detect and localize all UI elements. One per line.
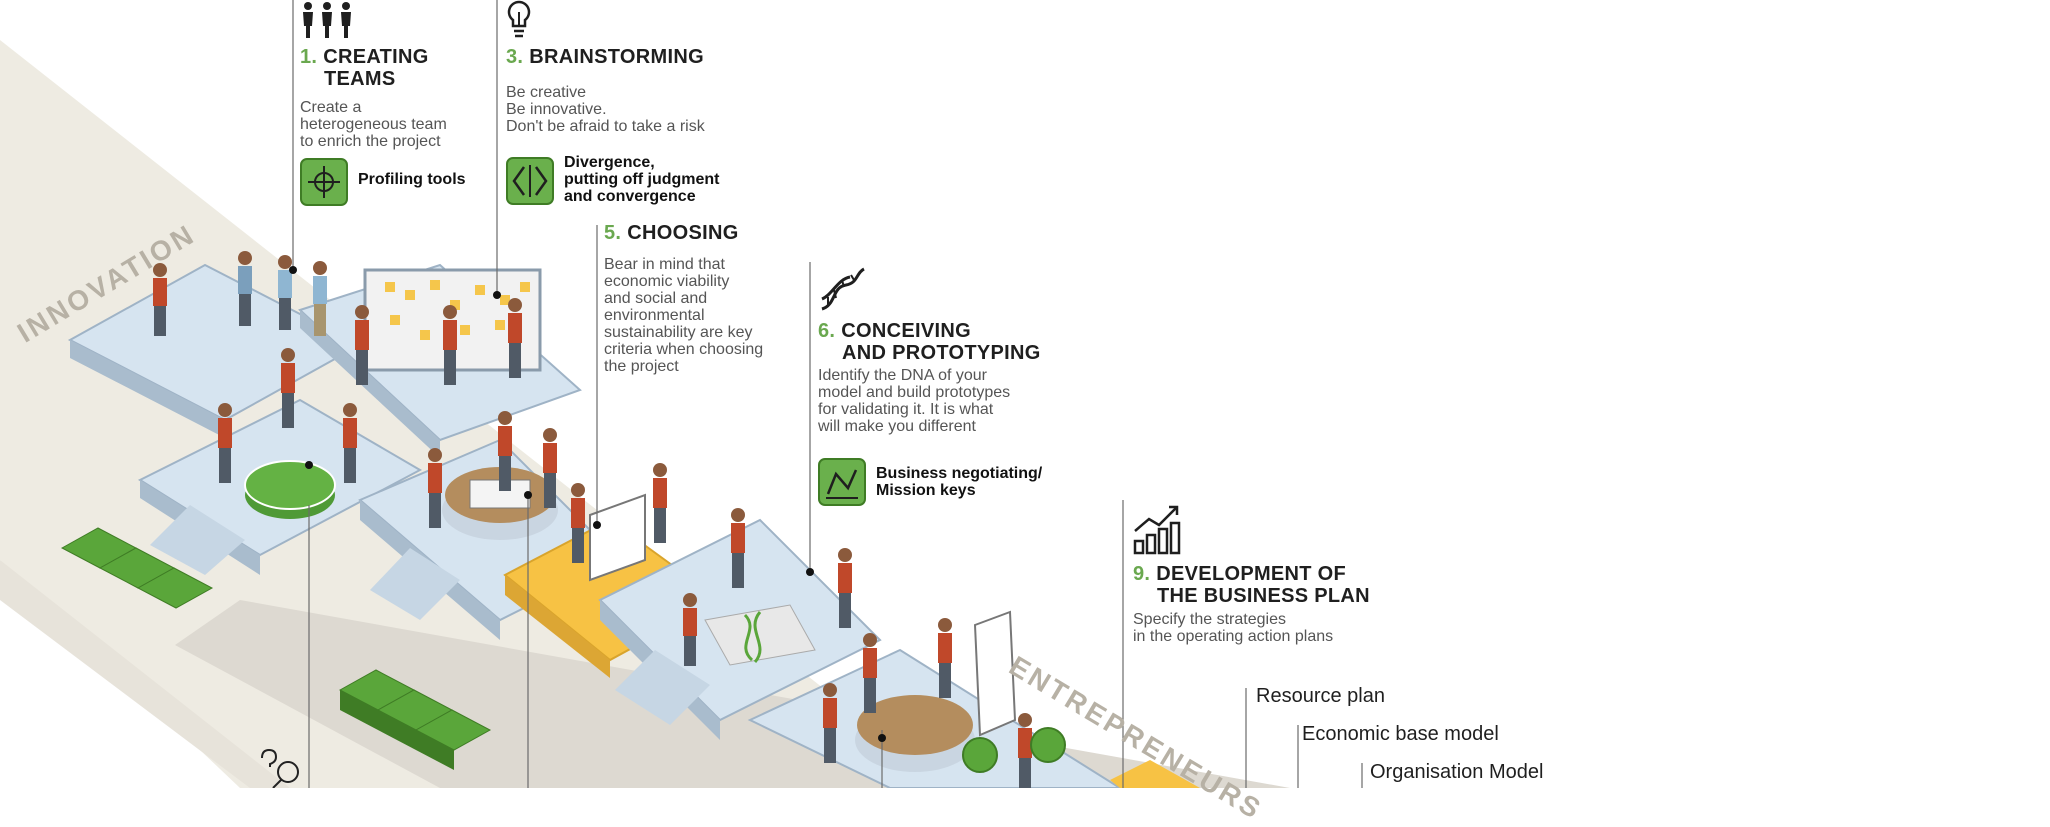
step-5-title: 5.CHOOSING	[604, 222, 824, 244]
step-1-number: 1.	[300, 46, 318, 68]
negotiating-icon	[818, 458, 866, 506]
step-5-number: 5.	[604, 222, 622, 244]
green-icon-tiles-center	[338, 669, 492, 770]
step-6-description: Identify the DNA of your model and build…	[818, 367, 1011, 435]
lane-divider	[0, 560, 290, 788]
step-3-title: 3.BRAINSTORMING	[506, 46, 766, 68]
choosing-board	[589, 493, 646, 582]
step-1-tool: Profiling tools	[358, 171, 466, 188]
step-1-title-line1: CREATING	[323, 46, 429, 68]
step-3-number: 3.	[506, 46, 524, 68]
step-6-tool: Business negotiating/ Mission keys	[876, 465, 1043, 499]
step-1-title: 1.CREATING TEAMS	[300, 46, 500, 90]
green-icon-tiles-left	[60, 527, 214, 609]
step-5-title-line1: CHOOSING	[627, 222, 739, 244]
step-1-description: Create a heterogeneous team to enrich th…	[300, 99, 447, 150]
step-9-title-line2: THE BUSINESS PLAN	[1157, 585, 1370, 607]
plan-item-resource-plan: Resource plan	[1256, 685, 1385, 707]
step-3-description: Be creative Be innovative. Don't be afra…	[506, 84, 705, 135]
growth-chart-icon	[1133, 505, 1181, 555]
people-figures	[153, 251, 1032, 788]
process-illustration	[0, 0, 1363, 788]
step-6-title-line2: AND PROTOTYPING	[842, 342, 1041, 364]
step-9-number: 9.	[1133, 563, 1151, 585]
divergence-icon	[506, 157, 554, 205]
dna-icon	[821, 267, 865, 311]
dna-puzzle	[704, 604, 816, 666]
lightbulb-icon	[507, 0, 531, 38]
step-9-title: 9.DEVELOPMENT OF THE BUSINESS PLAN	[1133, 563, 1393, 607]
plan-item-organisation-model: Organisation Model	[1370, 761, 1544, 783]
step-1-title-line2: TEAMS	[324, 68, 396, 90]
plan-item-economic-base-model: Economic base model	[1302, 723, 1499, 745]
question-search-icon	[261, 748, 299, 788]
step-6-title-line1: CONCEIVING	[841, 320, 971, 342]
leader-dots	[289, 266, 886, 742]
green-round-table	[244, 460, 336, 519]
step-6-title: 6.CONCEIVING AND PROTOTYPING	[818, 320, 1078, 364]
prototype-table	[855, 695, 975, 772]
step-9-title-line1: DEVELOPMENT OF	[1156, 563, 1347, 585]
step-3-title-line1: BRAINSTORMING	[529, 46, 704, 68]
step-5-description: Bear in mind that economic viability and…	[604, 256, 764, 375]
people-icon	[303, 2, 351, 38]
flipchart	[973, 610, 1017, 737]
step-6-number: 6.	[818, 320, 836, 342]
gear-and-briefcase-badges	[962, 727, 1066, 773]
step-9-description: Specify the strategies in the operating …	[1133, 611, 1334, 645]
profiling-tools-icon	[300, 158, 348, 206]
step-3-tool: Divergence, putting off judgment and con…	[564, 154, 720, 205]
leader-lines	[292, 0, 1363, 788]
